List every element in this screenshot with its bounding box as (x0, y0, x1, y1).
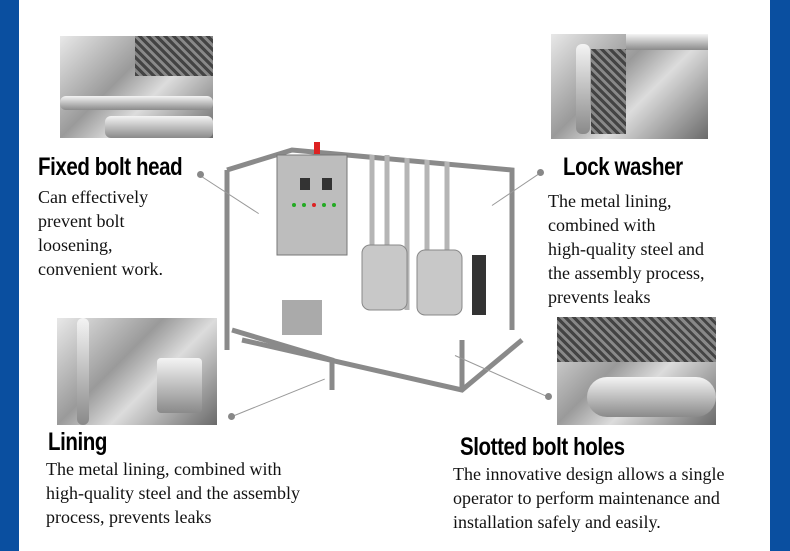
text-line: the assembly process, (548, 263, 705, 283)
lining-photo (57, 318, 217, 425)
pasteurizer-machine-image (224, 142, 524, 393)
text-line: The innovative design allows a single (453, 464, 725, 484)
callout-dot (545, 393, 552, 400)
slotted-bolt-holes-text: The innovative design allows a single op… (453, 462, 724, 534)
text-line: installation safely and easily. (453, 512, 661, 532)
fixed-bolt-head-text: Can effectively prevent bolt loosening, … (38, 185, 163, 281)
text-line: process, prevents leaks (46, 507, 212, 527)
text-line: Can effectively (38, 187, 149, 207)
text-line: The metal lining, (548, 191, 672, 211)
callout-dot (197, 171, 204, 178)
text-line: operator to perform maintenance and (453, 488, 720, 508)
callout-dot (537, 169, 544, 176)
callout-dot (228, 413, 235, 420)
right-border (770, 0, 790, 551)
text-line: loosening, (38, 235, 113, 255)
text-line: combined with (548, 215, 656, 235)
slotted-bolt-holes-title: Slotted bolt holes (460, 433, 625, 461)
lining-title: Lining (48, 428, 108, 456)
text-line: high-quality steel and the assembly (46, 483, 300, 503)
lock-washer-photo (551, 34, 708, 139)
text-line: prevent bolt (38, 211, 125, 231)
left-border (0, 0, 19, 551)
lock-washer-text: The metal lining, combined with high-qua… (548, 189, 704, 309)
text-line: prevents leaks (548, 287, 651, 307)
lining-text: The metal lining, combined with high-qua… (46, 457, 300, 529)
slotted-bolt-holes-photo (557, 317, 716, 425)
text-line: high-quality steel and (548, 239, 704, 259)
fixed-bolt-head-title: Fixed bolt head (38, 153, 183, 181)
lock-washer-title: Lock washer (563, 153, 683, 181)
fixed-bolt-head-photo (60, 36, 213, 138)
text-line: The metal lining, combined with (46, 459, 282, 479)
text-line: convenient work. (38, 259, 163, 279)
